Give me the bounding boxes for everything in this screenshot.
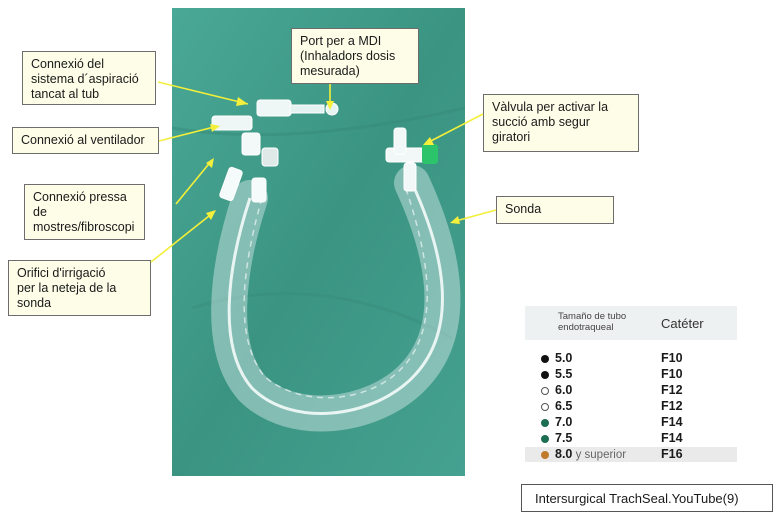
callout-sample-connection: Connexió pressa de mostres/fibroscopi xyxy=(24,184,145,240)
callout-irrigation: Orifici d'irrigació per la neteja de la … xyxy=(8,260,151,316)
tube-size: 5.0 xyxy=(555,351,572,365)
tube-size: 7.0 xyxy=(555,415,572,429)
header-catheter: Catéter xyxy=(661,316,704,331)
tube-size: 5.5 xyxy=(555,367,572,381)
size-color-dot xyxy=(541,387,549,395)
tube-size: 7.5 xyxy=(555,431,572,445)
source-caption: Intersurgical TrachSeal.YouTube(9) xyxy=(521,484,773,512)
tube-size: 8.0 y superior xyxy=(555,447,626,461)
catheter-size: F10 xyxy=(661,351,683,365)
table-row: 7.0 F14 xyxy=(525,415,737,430)
table-row: 6.0 F12 xyxy=(525,383,737,398)
size-color-dot xyxy=(541,371,549,379)
callout-probe: Sonda xyxy=(496,196,614,224)
catheter-size: F16 xyxy=(661,447,683,461)
callout-suction-valve: Vàlvula per activar la succió amb segur … xyxy=(483,94,639,152)
header-tube-size: Tamaño de tubo endotraqueal xyxy=(558,311,626,333)
catheter-size: F14 xyxy=(661,431,683,445)
table-row: 8.0 y superior F16 xyxy=(525,447,737,462)
size-color-dot xyxy=(541,451,549,459)
table-row: 7.5 F14 xyxy=(525,431,737,446)
callout-mdi-port: Port per a MDI (Inhaladors dosis mesurad… xyxy=(291,28,419,84)
size-color-dot xyxy=(541,403,549,411)
tube-size: 6.0 xyxy=(555,383,572,397)
callout-ventilator: Connexió al ventilador xyxy=(12,127,159,154)
catheter-size: F14 xyxy=(661,415,683,429)
catheter-size-table: Tamaño de tubo endotraqueal Catéter 5.0 … xyxy=(525,306,737,466)
size-color-dot xyxy=(541,419,549,427)
table-row: 5.5 F10 xyxy=(525,367,737,382)
catheter-size: F10 xyxy=(661,367,683,381)
size-color-dot xyxy=(541,355,549,363)
table-row: 5.0 F10 xyxy=(525,351,737,366)
table-header: Tamaño de tubo endotraqueal Catéter xyxy=(525,306,737,340)
tube-size: 6.5 xyxy=(555,399,572,413)
size-color-dot xyxy=(541,435,549,443)
callout-closed-system: Connexió del sistema d´aspiració tancat … xyxy=(22,51,156,105)
catheter-size: F12 xyxy=(661,383,683,397)
catheter-size: F12 xyxy=(661,399,683,413)
table-row: 6.5 F12 xyxy=(525,399,737,414)
